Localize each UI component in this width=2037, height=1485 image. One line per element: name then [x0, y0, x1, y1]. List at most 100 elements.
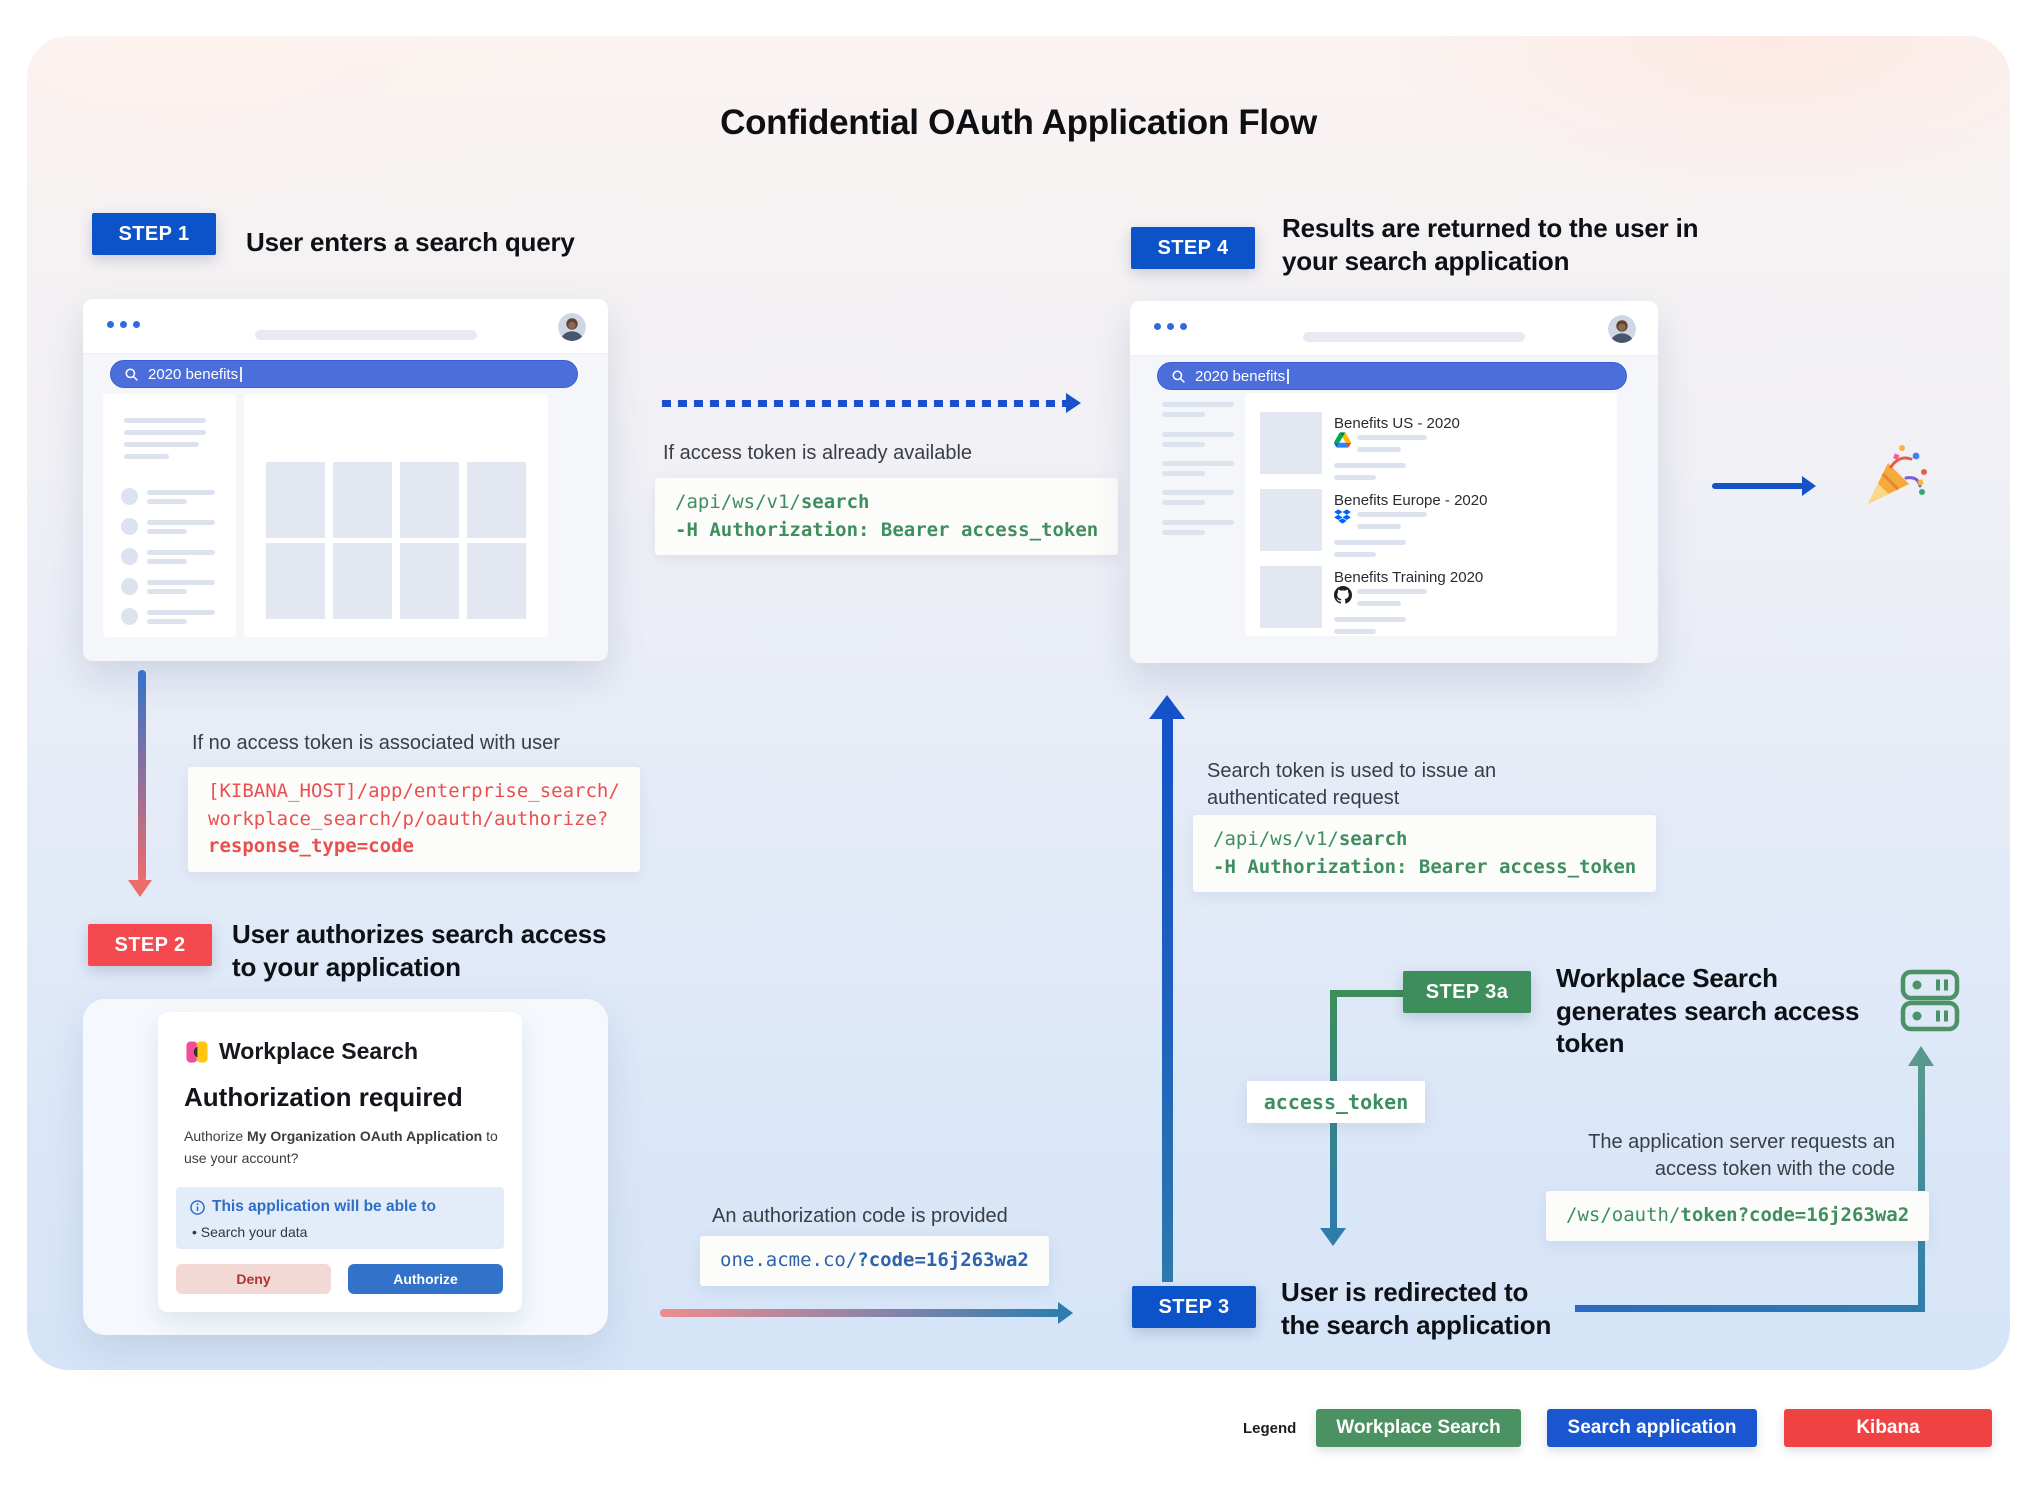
- annotation-token-available: If access token is already available: [663, 442, 973, 464]
- browser-dot-icon: [1180, 323, 1187, 330]
- step4-title: Results are returned to the user in your…: [1282, 213, 1699, 276]
- legend-label: Legend: [1243, 1420, 1297, 1437]
- skeleton-line: [147, 619, 187, 624]
- result-row[interactable]: Benefits Training 2020: [1260, 566, 1600, 636]
- skeleton-line: [1357, 435, 1427, 440]
- browser-dot-icon: [120, 321, 127, 328]
- skeleton-line: [1162, 432, 1234, 437]
- grid-tile: [467, 462, 526, 538]
- brand-name: Workplace Search: [219, 1038, 419, 1064]
- annotation-auth-code: An authorization code is provided: [712, 1205, 1008, 1227]
- skeleton-line: [1162, 402, 1234, 407]
- step3a-badge: STEP 3a: [1403, 971, 1531, 1013]
- authorize-button[interactable]: Authorize: [348, 1264, 503, 1294]
- browser-mockup-search: 2020 benefits: [83, 299, 608, 661]
- skeleton-line: [1357, 512, 1427, 517]
- step1-title: User enters a search query: [246, 227, 575, 257]
- result-thumbnail: [1260, 566, 1322, 628]
- skeleton-line: [1162, 442, 1205, 447]
- skeleton-circle: [121, 578, 138, 595]
- legend-search-application: Search application: [1547, 1409, 1757, 1447]
- skeleton-circle: [121, 518, 138, 535]
- search-input[interactable]: 2020 benefits: [1157, 362, 1627, 390]
- arrowhead-right-icon: [1066, 393, 1081, 413]
- deny-button[interactable]: Deny: [176, 1264, 331, 1294]
- text-caret: [240, 366, 242, 382]
- results-list-card: Benefits US - 2020 Benefits Europe - 202…: [1245, 393, 1617, 636]
- result-title: Benefits Europe - 2020: [1334, 492, 1488, 509]
- result-thumbnail: [1260, 412, 1322, 474]
- annotation-search-token: Search token is used to issue an authent…: [1207, 760, 1497, 809]
- skeleton-line: [1334, 629, 1376, 634]
- skeleton-line: [1357, 447, 1401, 452]
- grid-tile: [266, 462, 325, 538]
- step1-badge: STEP 1: [92, 213, 216, 255]
- result-title: Benefits Training 2020: [1334, 569, 1484, 586]
- skeleton-line: [1357, 524, 1401, 529]
- legend-workplace-search: Workplace Search: [1316, 1409, 1521, 1447]
- search-query-text: 2020 benefits: [1195, 367, 1286, 385]
- skeleton-line: [124, 430, 206, 435]
- arrowhead-up-icon: [1149, 695, 1185, 719]
- result-row[interactable]: Benefits US - 2020: [1260, 412, 1600, 482]
- skeleton-line: [147, 550, 215, 555]
- search-query-text: 2020 benefits: [148, 365, 239, 383]
- arrow-token-available: [662, 400, 1068, 407]
- skeleton-line: [1334, 475, 1376, 480]
- scope-panel-title: This application will be able to: [212, 1198, 436, 1215]
- step2-title: User authorizes search access to your ap…: [232, 919, 607, 982]
- grid-tile: [467, 543, 526, 619]
- step4-badge: STEP 4: [1131, 227, 1255, 269]
- result-title: Benefits US - 2020: [1334, 415, 1460, 432]
- grid-tile: [400, 543, 459, 619]
- avatar: [1608, 315, 1636, 343]
- info-icon: [190, 1199, 205, 1215]
- skeleton-line: [124, 418, 206, 423]
- arrow-access-token-h: [1330, 990, 1404, 997]
- address-bar-placeholder: [1303, 332, 1525, 342]
- code-search-api-2: /api/ws/v1/search -H Authorization: Bear…: [1193, 815, 1657, 893]
- skeleton-line: [1162, 500, 1205, 505]
- arrowhead-down-icon: [1320, 1228, 1346, 1246]
- scope-item: Search your data: [192, 1224, 308, 1240]
- search-icon: [1172, 370, 1185, 383]
- skeleton-circle: [121, 548, 138, 565]
- skeleton-line: [147, 529, 187, 534]
- arrowhead-down-icon: [128, 880, 152, 897]
- skeleton-line: [1162, 520, 1234, 525]
- browser-mockup-results: 2020 benefits Benefits US - 2020: [1130, 301, 1658, 663]
- arrowhead-right-icon: [1802, 476, 1816, 496]
- grid-tile: [333, 462, 392, 538]
- step2-badge: STEP 2: [88, 924, 212, 966]
- browser-dot-icon: [107, 321, 114, 328]
- skeleton-line: [1357, 601, 1401, 606]
- skeleton-line: [147, 610, 215, 615]
- browser-dot-icon: [1154, 323, 1161, 330]
- search-icon: [125, 368, 138, 381]
- skeleton-line: [147, 499, 187, 504]
- skeleton-line: [1162, 412, 1205, 417]
- step3a-title: Workplace Search generates search access…: [1556, 963, 1860, 1058]
- github-icon: [1334, 586, 1352, 604]
- access-token-label: access_token: [1247, 1081, 1425, 1123]
- page-title: Confidential OAuth Application Flow: [720, 103, 1317, 142]
- text-caret: [1287, 368, 1289, 384]
- scope-panel-title-row: This application will be able to: [190, 1198, 436, 1216]
- address-bar-placeholder: [255, 330, 477, 340]
- skeleton-line: [147, 589, 187, 594]
- step3-title: User is redirected to the search applica…: [1281, 1277, 1552, 1340]
- skeleton-line: [1334, 463, 1406, 468]
- skeleton-line: [1162, 530, 1205, 535]
- result-row[interactable]: Benefits Europe - 2020: [1260, 489, 1600, 559]
- search-input[interactable]: 2020 benefits: [110, 360, 578, 388]
- arrow-to-celebration: [1712, 483, 1804, 489]
- scope-panel: This application will be able to Search …: [176, 1187, 504, 1249]
- skeleton-line: [1162, 471, 1205, 476]
- skeleton-line: [147, 490, 215, 495]
- party-popper-icon: [1858, 438, 1934, 519]
- grid-tile: [333, 543, 392, 619]
- skeleton-line: [1162, 490, 1234, 495]
- arrow-redirect: [660, 1309, 1060, 1317]
- skeleton-line: [1162, 461, 1234, 466]
